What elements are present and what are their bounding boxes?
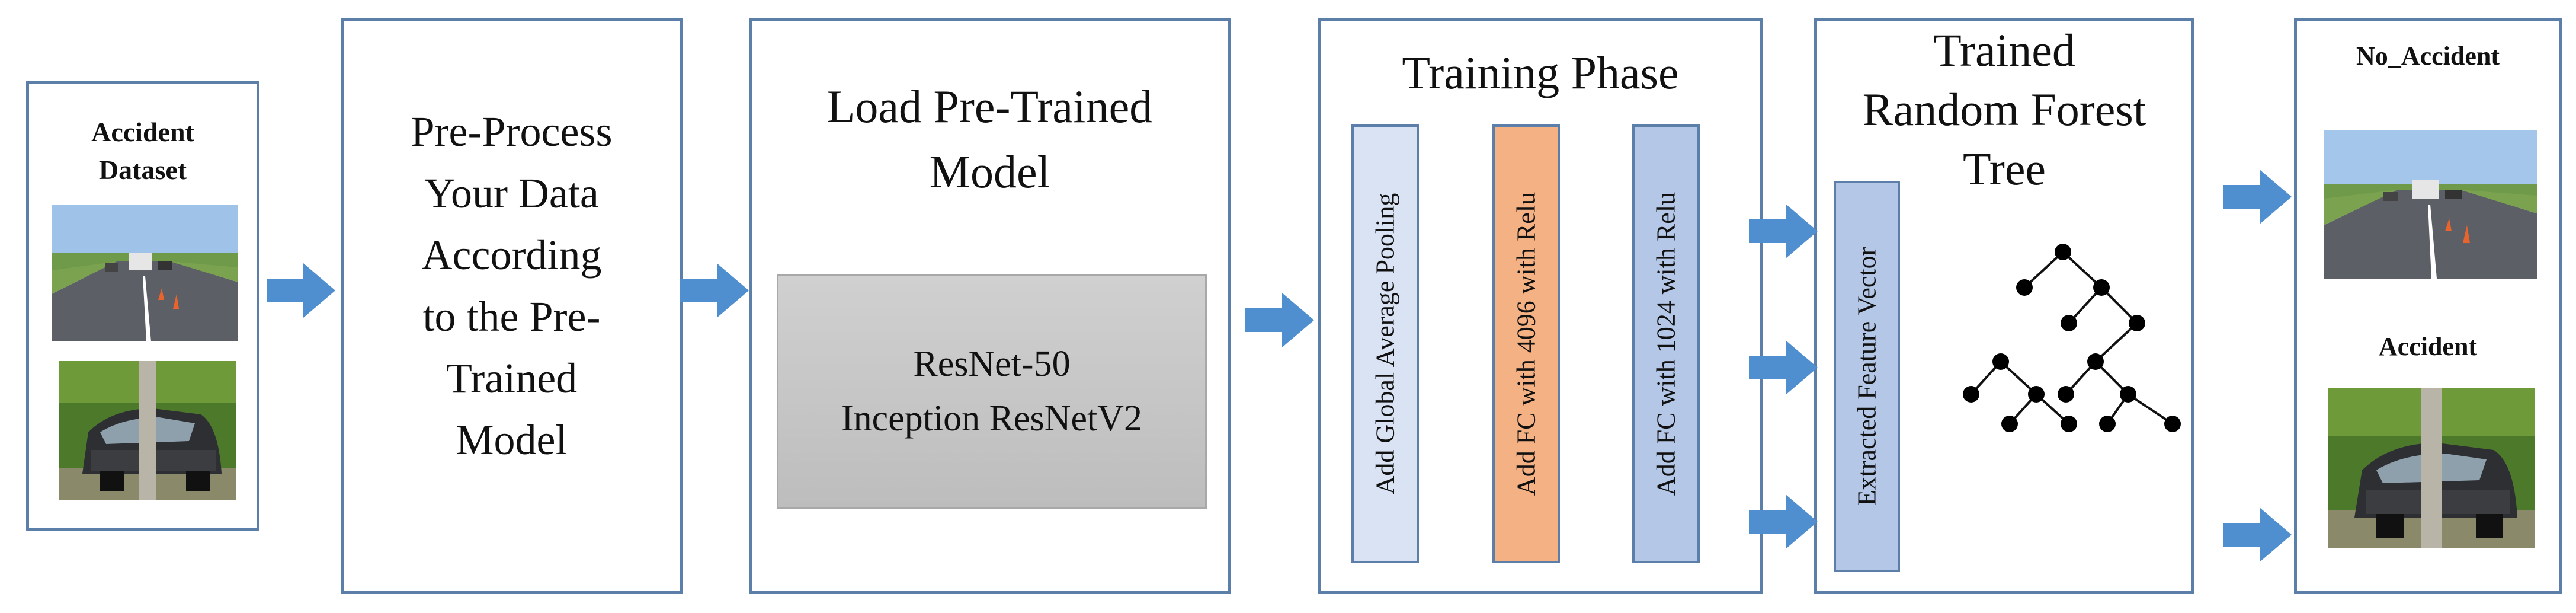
layer-fc-4096-label: Add FC with 4096 with Relu <box>1511 191 1541 496</box>
dataset-title-line2: Dataset <box>98 155 187 185</box>
model-names-box: ResNet-50 Inception ResNetV2 <box>777 274 1207 509</box>
layer-global-pooling-label: Add Global Average Pooling <box>1370 193 1400 495</box>
right-arrow-icon <box>2223 507 2292 562</box>
tree-icon <box>1963 244 2181 432</box>
output-class-no-accident: No_Accident <box>2356 41 2500 71</box>
training-box: Training Phase Add Global Average Poolin… <box>1318 18 1763 594</box>
random-forest-box: Trained Random Forest Tree Extracted Fea… <box>1814 18 2194 594</box>
preprocess-line-1: Pre-Process <box>411 108 613 155</box>
crash-photo <box>59 361 236 500</box>
preprocess-line-5: Trained <box>446 355 578 402</box>
training-title: Training Phase <box>1402 47 1679 98</box>
right-arrow-icon <box>1749 494 1818 549</box>
model-name-1: ResNet-50 <box>913 344 1071 384</box>
right-arrow-icon <box>2223 170 2292 224</box>
feature-vector-label: Extracted Feature Vector <box>1852 247 1882 506</box>
no-accident-photo <box>2324 130 2537 279</box>
dataset-title: Accident Dataset <box>29 113 257 189</box>
right-arrow-icon <box>1245 293 1314 347</box>
preprocess-line-2: Your Data <box>424 170 599 217</box>
preprocess-text: Pre-Process Your Data According to the P… <box>344 101 680 471</box>
dataset-title-line1: Accident <box>91 117 194 147</box>
accident-photo <box>2328 388 2535 548</box>
dataset-box: Accident Dataset <box>26 81 259 531</box>
load-model-title: Load Pre-Trained Model <box>752 74 1228 205</box>
layer-fc-1024-label: Add FC with 1024 with Relu <box>1651 191 1681 496</box>
preprocess-line-6: Model <box>456 416 568 464</box>
right-arrow-icon <box>267 263 335 318</box>
load-model-title-line1: Load Pre-Trained <box>826 81 1153 132</box>
right-arrow-icon <box>1749 340 1818 395</box>
layer-fc-4096: Add FC with 4096 with Relu <box>1492 124 1560 563</box>
random-forest-title-line3: Tree <box>1962 143 2046 194</box>
right-arrow-icon <box>1749 204 1818 258</box>
load-model-title-line2: Model <box>929 146 1050 197</box>
load-model-box: Load Pre-Trained Model ResNet-50 Incepti… <box>749 18 1231 594</box>
random-forest-title-line2: Random Forest <box>1862 84 2146 135</box>
layer-fc-1024: Add FC with 1024 with Relu <box>1632 124 1700 563</box>
feature-vector-label-box: Extracted Feature Vector <box>1834 181 1900 572</box>
model-name-2: Inception ResNetV2 <box>841 398 1142 439</box>
preprocess-line-3: According <box>421 231 602 279</box>
layer-global-pooling: Add Global Average Pooling <box>1351 124 1419 563</box>
right-arrow-icon <box>680 263 749 318</box>
preprocess-box: Pre-Process Your Data According to the P… <box>341 18 683 594</box>
preprocess-line-4: to the Pre- <box>422 293 601 340</box>
road-photo <box>52 205 238 341</box>
output-box: No_Accident Accident <box>2294 18 2562 594</box>
output-class-accident: Accident <box>2378 332 2478 361</box>
random-forest-title-line1: Trained <box>1933 24 2075 76</box>
random-forest-title: Trained Random Forest Tree <box>1817 21 2191 199</box>
